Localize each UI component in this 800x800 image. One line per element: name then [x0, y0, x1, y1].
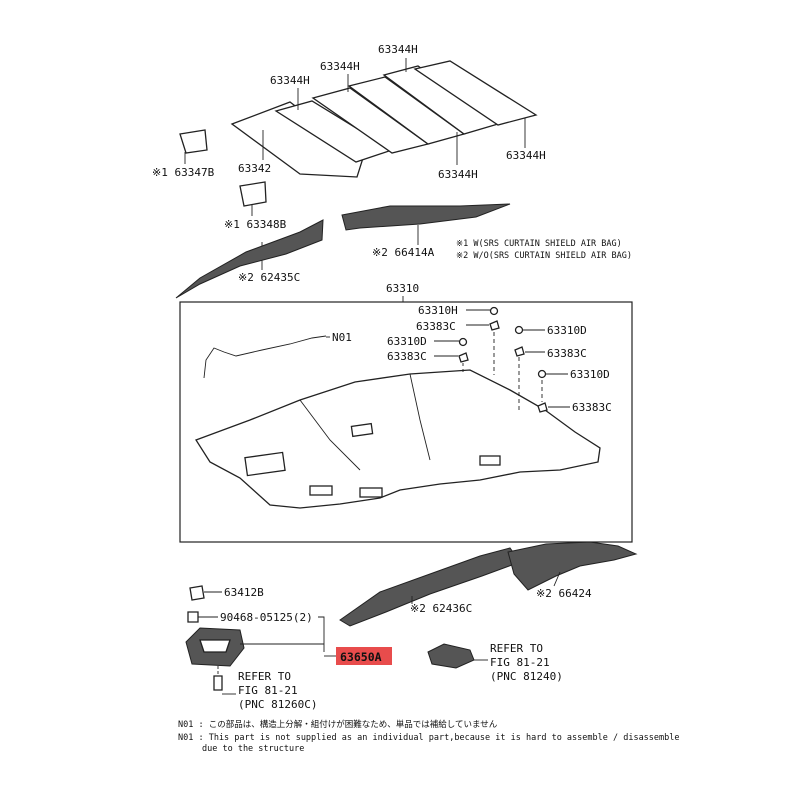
- headliner-63310: [195, 369, 601, 509]
- label-63344h-2: 63344H: [320, 60, 360, 73]
- strip-66414a: [341, 203, 511, 231]
- lamp-81240: [427, 643, 475, 669]
- label-63348b: ※1 63348B: [224, 218, 287, 231]
- label-63310d-1: 63310D: [387, 335, 427, 348]
- bulb: [213, 675, 223, 691]
- label-62436c: ※2 62436C: [410, 602, 472, 615]
- label-63412b: 63412B: [224, 586, 264, 599]
- pad-63348b: [239, 181, 267, 207]
- clip-63412b: [189, 585, 205, 601]
- label-62435c: ※2 62435C: [238, 271, 300, 284]
- console-lens: [199, 639, 231, 653]
- label-90468: 90468-05125(2): [220, 611, 313, 624]
- legend-without-airbag: ※2 W/O(SRS CURTAIN SHIELD AIR BAG): [456, 251, 632, 261]
- refer-right-line3: (PNC 81240): [490, 670, 563, 683]
- strip-62435c: [175, 219, 324, 299]
- label-63344h-5: 63344H: [438, 168, 478, 181]
- note-japanese: N01 : この部品は、構造上分解・組付けが困難なため、単品では補給していません: [178, 719, 498, 730]
- label-63383c-4: 63383C: [572, 401, 612, 414]
- label-63344h-1: 63344H: [378, 43, 418, 56]
- refer-right-line2: FIG 81-21: [490, 656, 550, 669]
- pad-group: [230, 60, 538, 178]
- highlight-box: [336, 647, 392, 665]
- label-63310h: 63310H: [418, 304, 458, 317]
- label-63344h-3: 63344H: [270, 74, 310, 87]
- label-63383c-2: 63383C: [387, 350, 427, 363]
- wire-n01: [203, 335, 327, 379]
- label-n01: N01: [332, 331, 352, 344]
- headliner-box: [179, 301, 633, 543]
- strip-66424: [507, 541, 638, 591]
- refer-right-line1: REFER TO: [490, 642, 543, 655]
- label-63310d-2: 63310D: [547, 324, 587, 337]
- headliner-opening-3: [309, 485, 333, 496]
- label-63347b: ※1 63347B: [152, 166, 215, 179]
- headliner-opening-1: [244, 451, 286, 477]
- label-66414a: ※2 66414A: [372, 246, 435, 259]
- legend-with-airbag: ※1 W(SRS CURTAIN SHIELD AIR BAG): [456, 239, 622, 249]
- label-63310d-3: 63310D: [570, 368, 610, 381]
- label-63342: 63342: [238, 162, 271, 175]
- note-english-1: N01 : This part is not supplied as an in…: [178, 733, 680, 743]
- headliner-opening-4: [359, 487, 383, 498]
- label-63650a[interactable]: 63650A: [340, 650, 382, 664]
- refer-left-line2: FIG 81-21: [238, 684, 298, 697]
- screw-90468: [187, 611, 199, 623]
- pad-63344h-e: [413, 60, 538, 126]
- refer-left-line1: REFER TO: [238, 670, 291, 683]
- label-63383c-1: 63383C: [416, 320, 456, 333]
- note-english-2: due to the structure: [202, 744, 304, 754]
- refer-left-line3: (PNC 81260C): [238, 698, 317, 711]
- fasteners: [458, 306, 548, 413]
- pad-63342: [230, 101, 364, 178]
- label-63310: 63310: [386, 282, 419, 295]
- headliner-opening-2: [350, 422, 374, 438]
- headliner-opening-5: [479, 455, 501, 466]
- label-63383c-3: 63383C: [547, 347, 587, 360]
- pad-63347b: [179, 129, 208, 154]
- label-63344h-4: 63344H: [506, 149, 546, 162]
- label-66424: ※2 66424: [536, 587, 592, 600]
